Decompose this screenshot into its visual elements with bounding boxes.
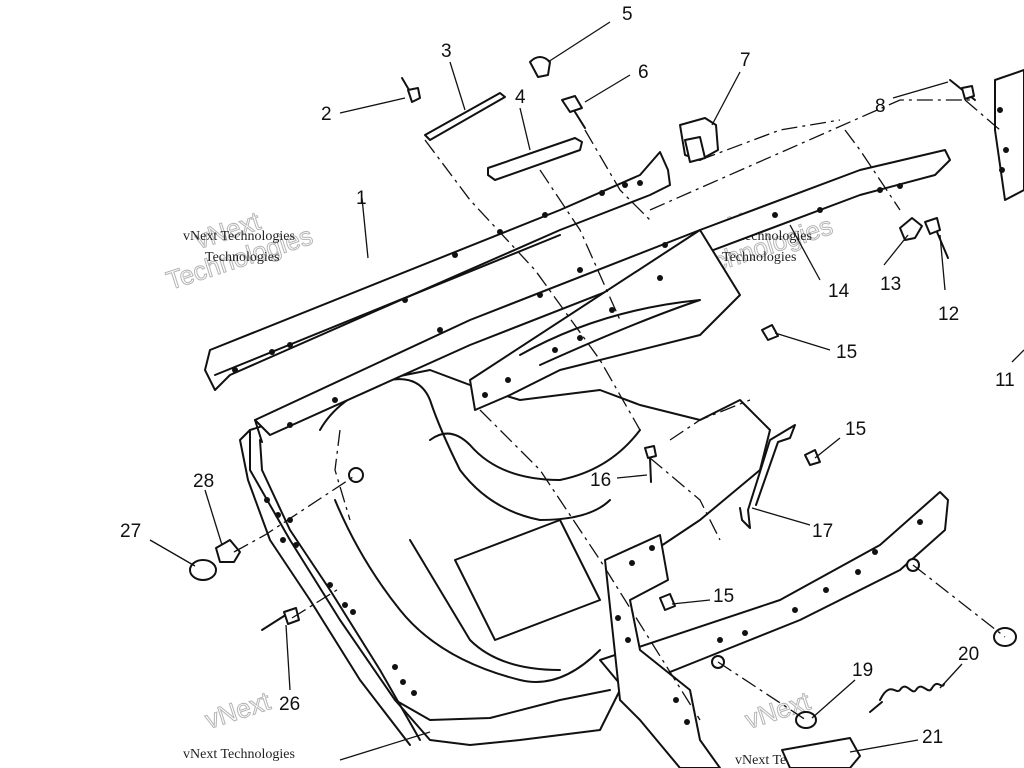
callout-6: 6 bbox=[638, 62, 649, 83]
callout-15: 15 bbox=[713, 586, 734, 607]
callout-17: 17 bbox=[812, 521, 833, 542]
leader-lines bbox=[149, 21, 1024, 761]
callout-27: 27 bbox=[120, 521, 141, 542]
callout-4: 4 bbox=[515, 87, 526, 108]
watermark-caption-sub: Technologies bbox=[722, 250, 796, 265]
part-11-fragment bbox=[994, 69, 1024, 201]
callout-11: 11 bbox=[995, 370, 1015, 391]
callout-5: 5 bbox=[622, 4, 633, 25]
callout-26: 26 bbox=[279, 694, 300, 715]
watermark-logo-line1: vNext bbox=[201, 686, 274, 735]
callout-7: 7 bbox=[740, 50, 751, 71]
callout-1: 1 bbox=[356, 188, 367, 209]
watermark-caption-sub: Technologies bbox=[205, 250, 279, 265]
callout-20: 20 bbox=[958, 644, 979, 665]
assembly-centerlines bbox=[233, 99, 1006, 721]
callout-14: 14 bbox=[828, 281, 850, 302]
callout-28: 28 bbox=[193, 471, 214, 492]
lower-rail bbox=[599, 491, 949, 691]
watermark-caption: vNext Technologies bbox=[183, 229, 295, 244]
watermark-caption: vNext Technologies bbox=[183, 747, 295, 762]
callout-19: 19 bbox=[852, 660, 873, 681]
callout-12: 12 bbox=[938, 304, 959, 325]
callout-13: 13 bbox=[880, 274, 901, 295]
part-1-upper-channel bbox=[204, 151, 671, 391]
callout-15: 15 bbox=[836, 342, 857, 363]
callout-2: 2 bbox=[321, 104, 332, 125]
frame-body bbox=[239, 369, 771, 746]
callout-21: 21 bbox=[922, 727, 943, 748]
part-14-brace bbox=[469, 229, 741, 411]
callout-15: 15 bbox=[845, 419, 866, 440]
callout-8: 8 bbox=[875, 96, 886, 117]
center-bracket bbox=[604, 534, 721, 768]
callout-16: 16 bbox=[590, 470, 611, 491]
callout-3: 3 bbox=[441, 41, 452, 62]
callout-numbers: 1 2 3 4 5 6 7 8 11 12 13 14 15 15 15 16 … bbox=[120, 4, 1015, 748]
